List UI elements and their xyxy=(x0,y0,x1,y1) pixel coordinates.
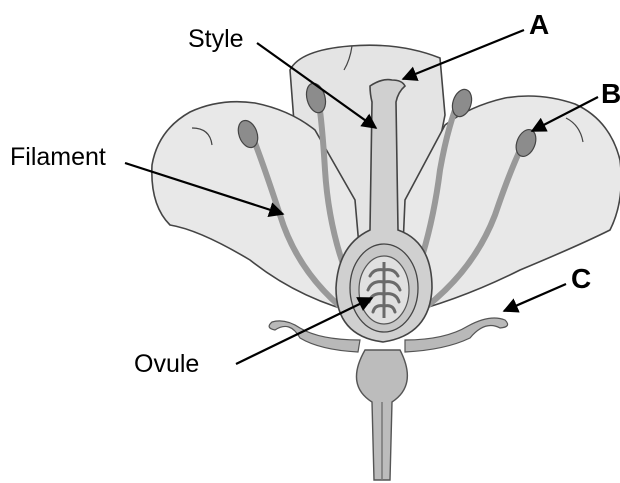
filament-label: Filament xyxy=(10,145,106,170)
style-label: Style xyxy=(188,27,244,52)
label-c: C xyxy=(571,265,591,293)
label-b: B xyxy=(601,80,620,108)
label-a: A xyxy=(529,11,549,39)
ovule-label: Ovule xyxy=(134,352,199,377)
c-pointer xyxy=(504,284,566,311)
ovule-pointer xyxy=(236,298,372,364)
